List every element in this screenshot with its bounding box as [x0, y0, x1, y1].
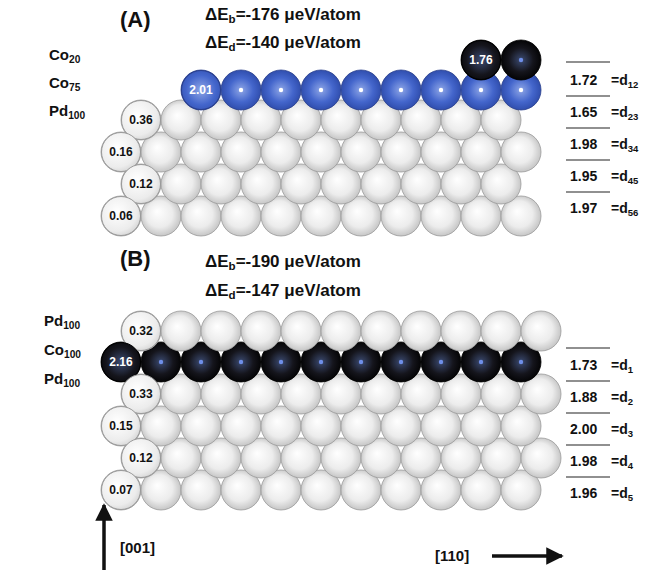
atom: [301, 70, 341, 110]
atom: [201, 311, 241, 351]
interlayer-spacing: =d23: [611, 105, 638, 120]
interlayer-spacing: =d34: [611, 137, 638, 152]
atom: [101, 470, 141, 510]
energy-label: ΔEd=-147 μeV/atom: [205, 282, 361, 301]
energy-label: ΔEd=-140 μeV/atom: [205, 34, 361, 53]
panel-label: (B): [120, 247, 151, 271]
interlayer-spacing: 1.96: [570, 486, 597, 501]
displacement-value: 0.12: [129, 178, 152, 190]
interlayer-spacing: =d1: [611, 358, 633, 373]
axis-arrow: [102, 505, 106, 570]
displacement-value: 0.16: [109, 146, 132, 158]
atom: [481, 311, 521, 351]
axis-arrow: [492, 554, 562, 558]
labelled-atom: 0.07: [101, 470, 141, 510]
atom: [181, 70, 221, 110]
atom: [501, 40, 541, 80]
interlayer-spacing: 2.00: [570, 422, 597, 437]
axis-label: [001]: [120, 540, 155, 557]
atom: [461, 40, 501, 80]
layer-composition: Pd100: [49, 103, 85, 120]
displacement-value: 0.07: [109, 484, 132, 496]
interlayer-spacing: 1.98: [570, 454, 597, 469]
displacement-value: 0.32: [129, 325, 152, 337]
labelled-atom: 2.01: [181, 70, 221, 110]
interlayer-spacing: =d5: [611, 486, 633, 501]
interlayer-spacing: =d4: [611, 454, 633, 469]
interlayer-spacing: 1.72: [570, 73, 597, 88]
layer-composition: Pd100: [44, 371, 80, 388]
layer-composition: Co20: [49, 47, 80, 64]
interlayer-spacing: =d2: [611, 390, 633, 405]
displacement-value: 0.12: [129, 452, 152, 464]
displacement-value: 0.06: [109, 210, 132, 222]
displacement-value: 2.01: [189, 84, 212, 96]
atom: [321, 311, 361, 351]
displacement-value: 1.76: [469, 54, 492, 66]
interlayer-spacing: =d3: [611, 422, 633, 437]
displacement-value: 0.15: [109, 420, 132, 432]
atom: [161, 311, 201, 351]
interlayer-spacing: 1.65: [570, 105, 597, 120]
layer-spacing-lines: [566, 62, 610, 477]
atom: [361, 311, 401, 351]
atom: [421, 70, 461, 110]
atom: [401, 311, 441, 351]
atom: [281, 311, 321, 351]
interlayer-spacing: 1.97: [570, 201, 597, 216]
labelled-atom: 0.06: [101, 196, 141, 236]
labelled-atom: 1.76: [461, 40, 501, 80]
atom: [441, 311, 481, 351]
displacement-value: 0.36: [129, 114, 152, 126]
layer-composition: Pd100: [44, 313, 80, 330]
interlayer-spacing: 1.73: [570, 358, 597, 373]
atom: [381, 70, 421, 110]
interlayer-spacing: =d45: [611, 169, 638, 184]
axis-label: [110]: [435, 548, 469, 565]
panel-label: (A): [120, 8, 151, 32]
displacement-value: 0.33: [129, 388, 152, 400]
energy-label: ΔEb=-176 μeV/atom: [205, 6, 361, 25]
interlayer-spacing: 1.95: [570, 169, 597, 184]
atom: [521, 311, 561, 351]
energy-label: ΔEb=-190 μeV/atom: [205, 253, 361, 272]
displacement-value: 2.16: [109, 356, 132, 368]
interlayer-spacing: 1.88: [570, 390, 597, 405]
layer-composition: Co100: [44, 342, 81, 359]
atom: [101, 196, 141, 236]
interlayer-spacing: 1.98: [570, 137, 597, 152]
atom: [261, 70, 301, 110]
atom: [241, 311, 281, 351]
atom: [221, 70, 261, 110]
layer-composition: Co75: [49, 75, 80, 92]
atom: [341, 70, 381, 110]
interlayer-spacing: =d56: [611, 201, 638, 216]
interlayer-spacing: =d12: [611, 73, 638, 88]
